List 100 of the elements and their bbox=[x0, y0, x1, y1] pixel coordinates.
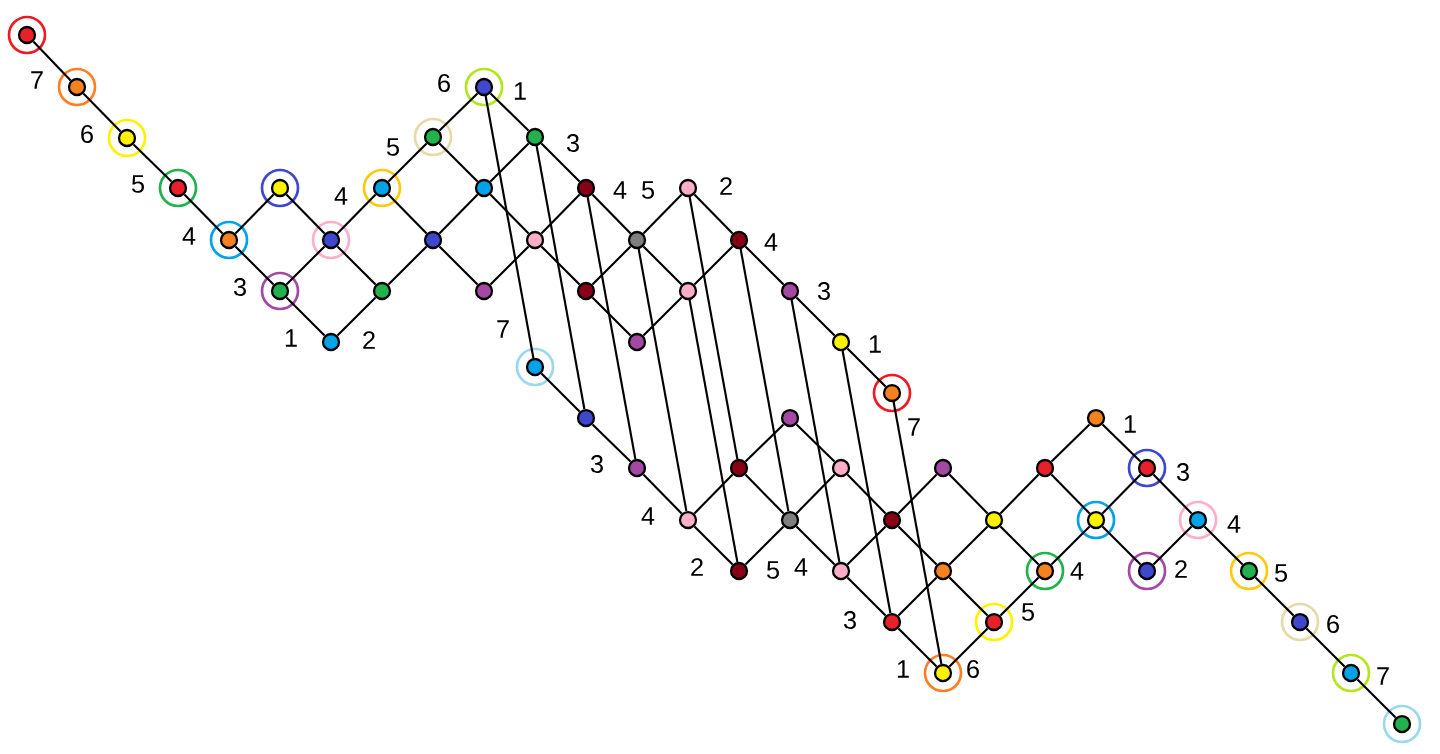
connector-line bbox=[489, 92, 530, 132]
connector-line bbox=[999, 576, 1040, 617]
lattice-node bbox=[1188, 510, 1208, 530]
connector-line bbox=[234, 245, 275, 286]
lattice-node bbox=[729, 561, 749, 581]
node-label: 4 bbox=[641, 507, 655, 525]
lattice-node bbox=[525, 357, 545, 377]
connector-line bbox=[948, 473, 989, 515]
connector-line bbox=[183, 193, 224, 235]
connector-line bbox=[846, 525, 887, 566]
lattice-node bbox=[219, 230, 239, 250]
node-label: 5 bbox=[1274, 564, 1287, 582]
lattice-node bbox=[17, 25, 37, 45]
lattice-node bbox=[831, 458, 851, 478]
node-label: 5 bbox=[1021, 603, 1034, 621]
connector-line bbox=[744, 423, 785, 463]
connector-line bbox=[82, 92, 122, 133]
lattice-node bbox=[270, 178, 290, 198]
node-label: 7 bbox=[908, 418, 920, 436]
lattice-node bbox=[372, 281, 392, 301]
node-label: 6 bbox=[967, 660, 979, 678]
connector-line bbox=[387, 142, 428, 183]
lattice-node bbox=[372, 178, 392, 198]
connector-line bbox=[739, 248, 790, 512]
connector-line bbox=[438, 92, 479, 132]
connector-line bbox=[132, 143, 173, 183]
node-label: 6 bbox=[81, 125, 93, 143]
connector-line bbox=[693, 193, 734, 235]
lattice-node bbox=[1035, 561, 1055, 581]
connector-line bbox=[795, 296, 836, 337]
connector-line bbox=[1203, 525, 1244, 566]
lattice-node bbox=[678, 281, 698, 301]
lattice-node bbox=[831, 561, 851, 581]
lattice-node bbox=[1239, 561, 1259, 581]
lattice-node bbox=[678, 178, 698, 198]
lattice-node bbox=[1341, 663, 1361, 683]
lattice-node bbox=[117, 128, 137, 148]
lattice-node bbox=[576, 178, 596, 198]
lattice-node bbox=[321, 332, 341, 352]
lattice-node bbox=[423, 230, 443, 250]
node-label: 7 bbox=[31, 71, 43, 89]
connector-line bbox=[1101, 525, 1142, 566]
lattice-node bbox=[1035, 458, 1055, 478]
connector-line bbox=[489, 142, 530, 183]
node-label: 4 bbox=[794, 558, 808, 576]
connector-line bbox=[1356, 678, 1397, 719]
node-label: 2 bbox=[691, 558, 703, 576]
lattice-node bbox=[984, 612, 1004, 632]
connector-line bbox=[387, 193, 428, 235]
lattice-node bbox=[627, 458, 647, 478]
lattice-node bbox=[1086, 510, 1106, 530]
connector-line bbox=[540, 245, 581, 286]
node-label: 4 bbox=[1227, 515, 1241, 533]
node-label: 3 bbox=[843, 611, 856, 629]
connector-line bbox=[438, 193, 479, 235]
lattice-node bbox=[1137, 458, 1157, 478]
connector-line bbox=[591, 423, 632, 463]
node-label: 4 bbox=[764, 233, 778, 251]
connector-line bbox=[285, 296, 326, 337]
node-label: 1 bbox=[514, 82, 526, 100]
connector-line bbox=[285, 245, 326, 286]
lattice-node bbox=[780, 408, 800, 428]
node-label: 7 bbox=[497, 320, 509, 338]
connector-line bbox=[999, 525, 1040, 566]
node-label: 4 bbox=[1070, 562, 1084, 580]
connector-line bbox=[744, 525, 785, 566]
connector-line bbox=[540, 372, 581, 413]
node-label: 2 bbox=[720, 177, 732, 195]
connector-line bbox=[744, 473, 785, 515]
node-label: 1 bbox=[1124, 415, 1136, 433]
connector-line bbox=[846, 576, 887, 617]
node-label: 4 bbox=[182, 227, 196, 245]
connector-line bbox=[1050, 423, 1091, 463]
node-label: 5 bbox=[386, 138, 399, 156]
lattice-node bbox=[576, 281, 596, 301]
connector-line bbox=[591, 245, 632, 286]
connector-line bbox=[438, 142, 479, 183]
lattice-node bbox=[321, 230, 341, 250]
node-label: 7 bbox=[1377, 667, 1389, 685]
lattice-node bbox=[525, 127, 545, 147]
connector-line bbox=[535, 145, 586, 410]
connector-line bbox=[540, 142, 581, 183]
connector-line bbox=[32, 40, 72, 82]
lattice-node bbox=[576, 408, 596, 428]
lattice-node bbox=[933, 561, 953, 581]
connector-line bbox=[790, 299, 841, 563]
connector-line bbox=[892, 401, 943, 665]
lattice-node bbox=[270, 281, 290, 301]
connector-line bbox=[336, 296, 377, 337]
lattice-node bbox=[1086, 408, 1106, 428]
node-label: 3 bbox=[590, 455, 603, 473]
lattice-node bbox=[1392, 714, 1412, 734]
connector-line bbox=[693, 473, 734, 515]
node-label: 3 bbox=[817, 282, 830, 300]
lattice-node bbox=[882, 510, 902, 530]
lattice-node bbox=[882, 612, 902, 632]
connector-line bbox=[1305, 627, 1346, 668]
lattice-node bbox=[678, 510, 698, 530]
node-label: 4 bbox=[334, 187, 348, 205]
connector-line bbox=[489, 193, 530, 235]
